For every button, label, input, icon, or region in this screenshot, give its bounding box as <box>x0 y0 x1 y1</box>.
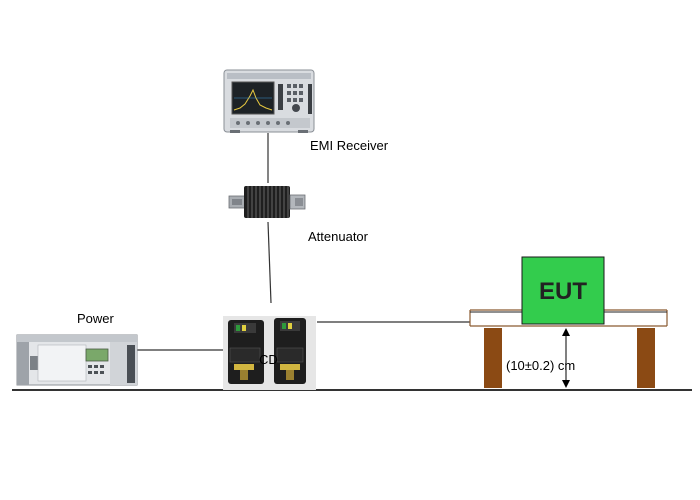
eut-box <box>521 256 605 325</box>
spectrum-analyzer-icon <box>223 69 315 133</box>
rack-power-supply-icon <box>16 334 138 386</box>
cable-attenuator-to-cdn <box>267 221 272 304</box>
attenuator-label: Attenuator <box>308 229 369 244</box>
power-label: Power <box>77 311 115 326</box>
table-leg-left <box>484 328 502 388</box>
height-dimension-label: (10±0.2) cm <box>506 358 575 373</box>
coupling-decoupling-network-icon <box>223 316 316 390</box>
table-leg-right <box>637 328 655 388</box>
cdn-label: CD <box>259 352 278 367</box>
emi-receiver-label: EMI Receiver <box>310 138 389 153</box>
finned-attenuator-icon <box>228 186 306 218</box>
eut-label: EUT <box>539 278 587 305</box>
height-dimension-arrow <box>562 328 570 388</box>
